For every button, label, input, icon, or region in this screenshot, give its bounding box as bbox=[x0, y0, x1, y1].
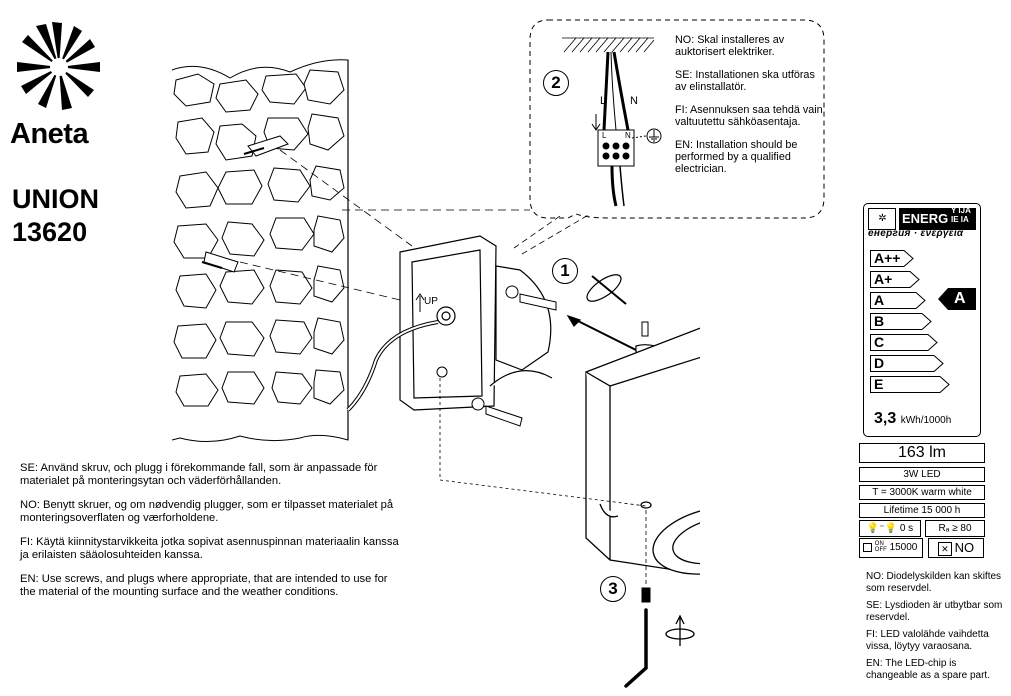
mounting-plate bbox=[399, 235, 497, 411]
terminal-neutral-label: N bbox=[625, 131, 631, 140]
neutral-wire-label: N bbox=[630, 95, 638, 107]
grub-screw-bottom bbox=[641, 587, 651, 603]
mount-note-se: SE: Använd skruv, och plugg i förekomman… bbox=[20, 462, 378, 487]
energy-title-suffix-top: Y IJA bbox=[951, 206, 971, 215]
energy-label-header: ✲ ENERG Y IJA IE IA bbox=[868, 206, 976, 230]
earth-icon bbox=[631, 128, 662, 144]
switch-on-label: ON bbox=[874, 541, 884, 548]
lamp-body bbox=[585, 327, 700, 575]
switch-checkbox-icon bbox=[863, 542, 872, 552]
warmup-icon: 💡⁻💡 bbox=[866, 523, 898, 534]
energy-label: ✲ ENERG Y IJA IE IA енергия · ενέργεια A… bbox=[863, 203, 981, 437]
energy-title-suffix-bottom: IE IA bbox=[951, 215, 969, 224]
install-note-no: NO: Skal installeres av auktorisert elek… bbox=[675, 34, 785, 58]
eu-flag-icon: ✲ bbox=[868, 208, 896, 230]
step-2-number: 2 bbox=[543, 70, 569, 96]
switch-cycles-value: 15000 bbox=[889, 542, 918, 553]
energy-consumption-value: 3,3 bbox=[874, 410, 897, 427]
mount-note-fi: FI: Käytä kiinnitystarvikkeita jotka sop… bbox=[20, 536, 399, 561]
switch-off-label: OFF bbox=[874, 547, 887, 554]
model-number: 13620 bbox=[12, 217, 88, 247]
live-wire-label: L bbox=[600, 95, 606, 107]
spare-note-en: EN: The LED-chip is changeable as a spar… bbox=[866, 658, 990, 681]
energy-rating-value: A bbox=[954, 290, 966, 307]
grub-screw-top bbox=[641, 321, 649, 337]
assembly-diagram: UP bbox=[171, 59, 700, 688]
rotate-arrow-icon bbox=[665, 614, 695, 646]
spare-part-notes: NO: Diodelyskilden kan skiftes som reser… bbox=[866, 571, 1006, 687]
spare-note-se: SE: Lysdioden är utbytbar som reservdel. bbox=[866, 600, 1003, 623]
spare-note-fi: FI: LED valolähde vaihdetta vissa, löyty… bbox=[866, 629, 989, 652]
spare-note-no: NO: Diodelyskilden kan skiftes som reser… bbox=[866, 571, 1002, 594]
energy-title-main: ENERG bbox=[902, 211, 949, 226]
energy-title: ENERG Y IJA IE IA bbox=[899, 206, 976, 230]
wall-plug-upper bbox=[243, 135, 289, 157]
energy-subtitle: енергия · ενέργεια bbox=[868, 228, 964, 239]
energy-consumption-unit: kWh/1000h bbox=[900, 415, 952, 426]
install-note-en: EN: Installation should be performed by … bbox=[675, 139, 798, 175]
install-note-se: SE: Installationen ska utföras av elinst… bbox=[675, 69, 815, 93]
brand-name: Aneta bbox=[10, 118, 89, 150]
power-spec: 3W LED bbox=[859, 467, 985, 482]
dimmable-spec: ✕ NO bbox=[928, 538, 984, 558]
warmup-value: 0 s bbox=[899, 523, 914, 534]
screw-lower bbox=[471, 397, 523, 427]
screw-upper bbox=[505, 285, 557, 311]
step-1-number: 1 bbox=[552, 258, 578, 284]
energy-consumption: 3,3 kWh/1000h bbox=[874, 410, 951, 428]
mount-note-no: NO: Benytt skruer, og om nødvendig plugg… bbox=[20, 499, 394, 524]
warmup-spec: 💡⁻💡 0 s bbox=[859, 520, 921, 537]
cri-spec: Rₐ ≥ 80 bbox=[925, 520, 985, 537]
mounting-instructions: SE: Använd skruv, och plugg i förekomman… bbox=[20, 462, 400, 610]
model-name: UNION bbox=[12, 184, 99, 214]
switch-cycles-spec: ON OFF 15000 bbox=[859, 538, 923, 558]
model-title: UNION 13620 bbox=[12, 183, 99, 249]
terminal-live-label: L bbox=[602, 131, 607, 140]
allen-key-icon bbox=[624, 608, 648, 688]
energy-rating-badge: A bbox=[938, 288, 976, 310]
lamp-back-shell bbox=[489, 265, 553, 387]
lifetime-spec: Lifetime 15 000 h bbox=[859, 503, 985, 518]
wall-plug-lower bbox=[201, 251, 239, 273]
stone-wall bbox=[171, 59, 349, 442]
lumen-value: 163 lm bbox=[859, 443, 985, 463]
dimmable-value: NO bbox=[954, 540, 975, 555]
installation-notes: NO: Skal installeres av auktorisert elek… bbox=[675, 34, 825, 186]
wiring-callout: L N L N bbox=[529, 19, 825, 219]
step-3-number: 3 bbox=[600, 576, 626, 602]
install-note-fi: FI: Asennuksen saa tehdä vain valtuutett… bbox=[675, 104, 823, 128]
rotation-indicator-icon bbox=[586, 274, 627, 305]
mount-note-en: EN: Use screws, and plugs where appropri… bbox=[20, 573, 388, 598]
not-dimmable-icon: ✕ bbox=[937, 542, 952, 557]
color-temp-spec: T = 3000K warm white bbox=[859, 485, 985, 500]
up-label: UP bbox=[424, 296, 438, 307]
aneta-logo-icon bbox=[17, 22, 100, 110]
